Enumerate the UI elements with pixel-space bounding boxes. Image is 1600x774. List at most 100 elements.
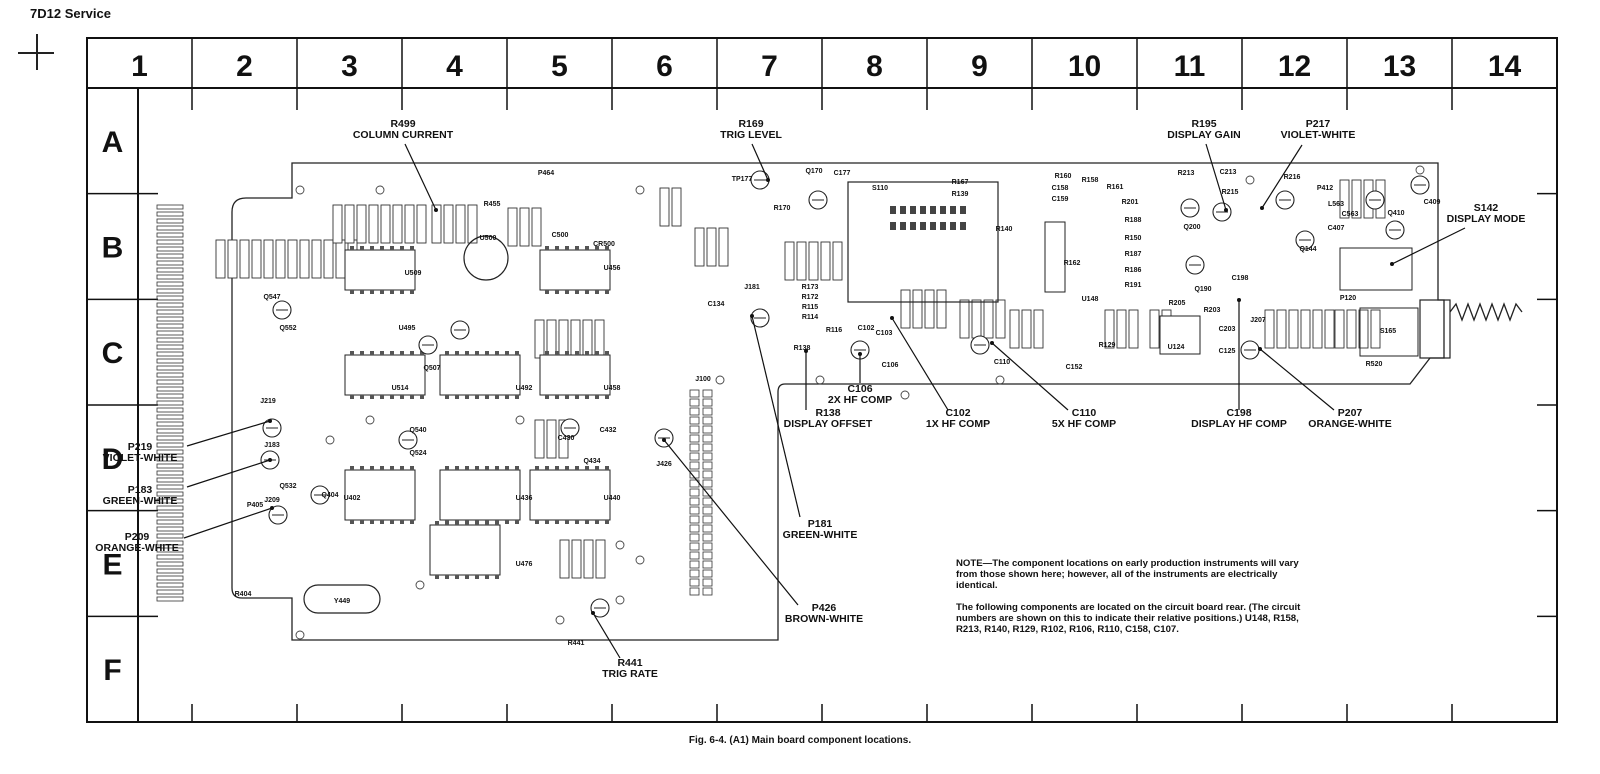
s142-function: DISPLAY MODE: [1447, 213, 1526, 225]
edge-finger: [156, 372, 184, 378]
ic-pin: [400, 290, 404, 294]
ic-pin: [605, 520, 609, 524]
board-label-u476: U476: [516, 561, 533, 568]
board-label-c213: C213: [1220, 169, 1237, 176]
board-label-r140: R140: [996, 226, 1013, 233]
j100-pin: [702, 470, 713, 479]
ic-pin: [555, 520, 559, 524]
p207-leader: [1259, 348, 1335, 411]
note-line-1: NOTE—The component locations on early pr…: [956, 558, 1299, 591]
mounting-pad: [615, 540, 625, 550]
ic-pin: [420, 395, 424, 399]
board-label-c134: C134: [708, 301, 725, 308]
col-label-1: 1: [131, 50, 148, 83]
p209-ref: P209: [125, 531, 150, 543]
board-label-u514: U514: [392, 385, 409, 392]
col-label-5: 5: [551, 50, 568, 83]
j100-pin: [702, 533, 713, 542]
ic-pin: [565, 290, 569, 294]
resistor: [546, 419, 557, 459]
ic-pin: [605, 466, 609, 470]
p217-leader-tip: [1260, 206, 1264, 210]
s110-contact: [930, 206, 936, 214]
ic-pin: [380, 395, 384, 399]
ic-pin: [465, 575, 469, 579]
edge-finger: [156, 428, 184, 434]
edge-finger: [156, 561, 184, 567]
resistor: [519, 207, 530, 247]
resistor: [311, 239, 322, 279]
ic-pin: [535, 520, 539, 524]
j100-pin: [702, 542, 713, 551]
edge-finger: [156, 323, 184, 329]
resistor: [1149, 309, 1160, 349]
edge-finger: [156, 533, 184, 539]
ic-pin: [380, 246, 384, 250]
mounting-pad: [635, 185, 645, 195]
ic-package: [539, 354, 611, 396]
col-label-12: 12: [1278, 50, 1311, 83]
c102-ref: C102: [945, 407, 970, 419]
ic-pin: [505, 395, 509, 399]
board-label-r173: R173: [802, 284, 819, 291]
ic-pin: [495, 395, 499, 399]
mounting-pad: [515, 415, 525, 425]
resistor: [534, 419, 545, 459]
ic-pin: [555, 395, 559, 399]
j100-pin: [702, 578, 713, 587]
ic-pin: [465, 351, 469, 355]
p217-function: VIOLET-WHITE: [1281, 129, 1356, 141]
ic-pin: [445, 395, 449, 399]
board-label-c159: C159: [1052, 196, 1069, 203]
resistor: [263, 239, 274, 279]
ic-pin: [605, 395, 609, 399]
edge-finger: [156, 421, 184, 427]
edge-finger: [156, 519, 184, 525]
ic-pin: [410, 395, 414, 399]
r441-ref: R441: [617, 657, 642, 669]
edge-finger: [156, 267, 184, 273]
row-label-E: E: [102, 549, 122, 582]
ic-package: [529, 469, 611, 521]
edge-finger: [156, 554, 184, 560]
board-label-r201: R201: [1122, 199, 1139, 206]
p181-leader-tip: [750, 314, 754, 318]
edge-finger: [156, 351, 184, 357]
j100-pin: [689, 434, 700, 443]
ic-pin: [495, 351, 499, 355]
edge-finger: [156, 414, 184, 420]
board-label-c103: C103: [876, 330, 893, 337]
ic-pin: [465, 466, 469, 470]
s110-contact: [890, 206, 896, 214]
p207-ref: P207: [1338, 407, 1363, 419]
ic-pin: [565, 520, 569, 524]
ic-pin: [360, 466, 364, 470]
c106-ref: C106: [847, 383, 872, 395]
j100-pin: [689, 443, 700, 452]
mounting-pad: [615, 595, 625, 605]
ic-pin: [535, 466, 539, 470]
edge-finger: [156, 498, 184, 504]
board-label-c102: C102: [858, 325, 875, 332]
s110-contact: [920, 222, 926, 230]
p209-leader: [183, 507, 273, 539]
board-label-r186: R186: [1125, 267, 1142, 274]
j100-pin: [702, 389, 713, 398]
p181-leader: [751, 315, 801, 518]
j100-pin: [702, 497, 713, 506]
ic-pin: [475, 351, 479, 355]
p207-function: ORANGE-WHITE: [1308, 418, 1391, 430]
ic-pin: [595, 351, 599, 355]
resistor: [455, 204, 466, 244]
ic-pin: [455, 351, 459, 355]
ic-pin: [515, 466, 519, 470]
resistor: [1370, 309, 1381, 349]
board-label-c432: C432: [600, 427, 617, 434]
page-header: 7D12 Service: [30, 6, 111, 21]
ic-pin: [575, 246, 579, 250]
u500-package: [463, 235, 509, 281]
resistor: [215, 239, 226, 279]
edge-finger: [156, 449, 184, 455]
